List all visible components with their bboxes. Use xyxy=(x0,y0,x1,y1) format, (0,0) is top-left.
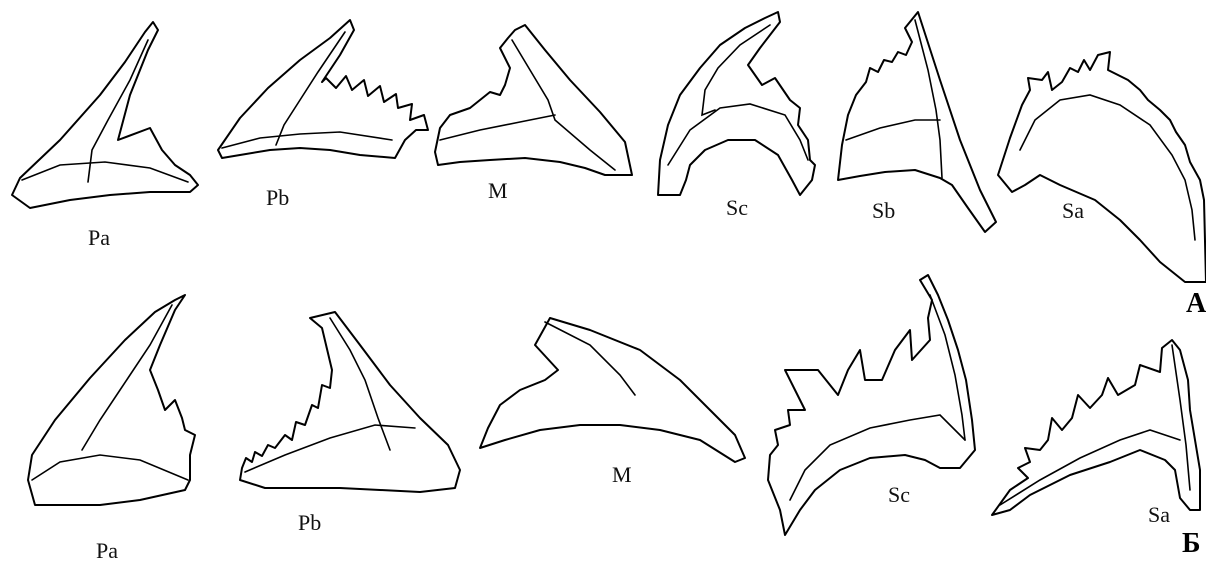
label-a-sa: Sa xyxy=(1062,198,1084,223)
row-a: Pa Pb M Sc Sb xyxy=(12,12,1206,319)
element-a-m: M xyxy=(435,25,632,203)
element-b-m: M xyxy=(480,318,745,487)
label-a-pa: Pa xyxy=(88,225,110,250)
element-a-sa: Sa xyxy=(998,52,1206,282)
element-b-sa: Sa xyxy=(992,340,1200,527)
row-b: Pa Pb M Sc Sa Б xyxy=(28,275,1201,563)
label-b-pb: Pb xyxy=(298,510,321,535)
element-a-pb: Pb xyxy=(218,20,428,210)
element-a-pa: Pa xyxy=(12,22,198,250)
label-b-m: M xyxy=(612,462,632,487)
element-a-sb: Sb xyxy=(838,12,996,232)
element-b-sc: Sc xyxy=(768,275,975,535)
label-a-m: M xyxy=(488,178,508,203)
label-b-sc: Sc xyxy=(888,482,910,507)
panel-label-b: Б xyxy=(1182,528,1201,559)
element-a-sc: Sc xyxy=(658,12,815,220)
label-a-sb: Sb xyxy=(872,198,895,223)
element-b-pa: Pa xyxy=(28,295,195,563)
label-a-pb: Pb xyxy=(266,185,289,210)
panel-label-a: А xyxy=(1186,288,1206,319)
label-b-sa: Sa xyxy=(1148,502,1170,527)
label-b-pa: Pa xyxy=(96,538,118,563)
label-a-sc: Sc xyxy=(726,195,748,220)
element-b-pb: Pb xyxy=(240,312,460,535)
